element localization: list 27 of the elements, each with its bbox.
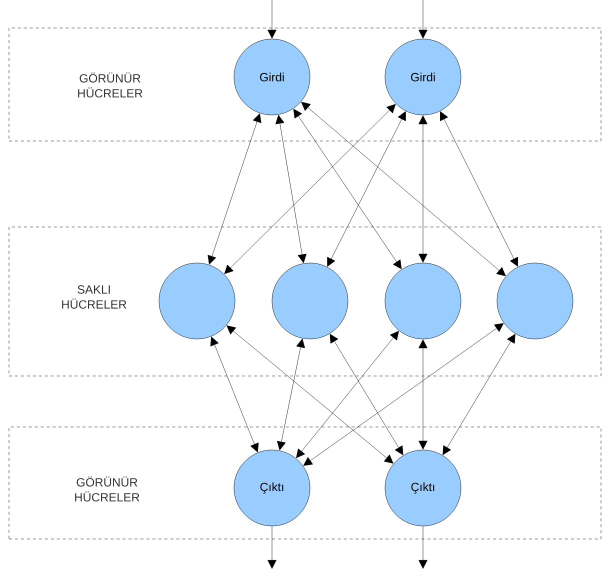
arrow xyxy=(301,102,506,276)
arrow xyxy=(208,113,262,265)
arrow xyxy=(418,0,428,39)
neuron-circle xyxy=(158,262,236,340)
arrow xyxy=(276,114,306,264)
arrow xyxy=(442,334,516,456)
layer-heading: GÖRÜNÜR HÜCRELER xyxy=(75,476,140,502)
arrow xyxy=(226,325,394,464)
arrow xyxy=(418,339,428,450)
arrow xyxy=(296,330,399,458)
arrow xyxy=(418,526,428,569)
arrow xyxy=(303,323,504,466)
layer-heading: SAKLI HÜCRELER xyxy=(62,285,126,309)
arrow xyxy=(327,111,406,267)
arrow xyxy=(224,104,396,274)
arrow xyxy=(330,334,404,456)
arrow xyxy=(277,338,305,450)
neuron-circle xyxy=(272,262,348,340)
neuron-circle xyxy=(384,262,462,340)
arrow xyxy=(440,111,518,267)
arrow xyxy=(418,115,428,263)
arrow xyxy=(268,526,276,569)
neuron-circle xyxy=(496,262,574,340)
layer-heading: GÖRÜNÜR HÜCRELER xyxy=(78,72,142,98)
arrow xyxy=(293,108,402,270)
arrow xyxy=(210,336,259,452)
arrow xyxy=(268,0,276,39)
